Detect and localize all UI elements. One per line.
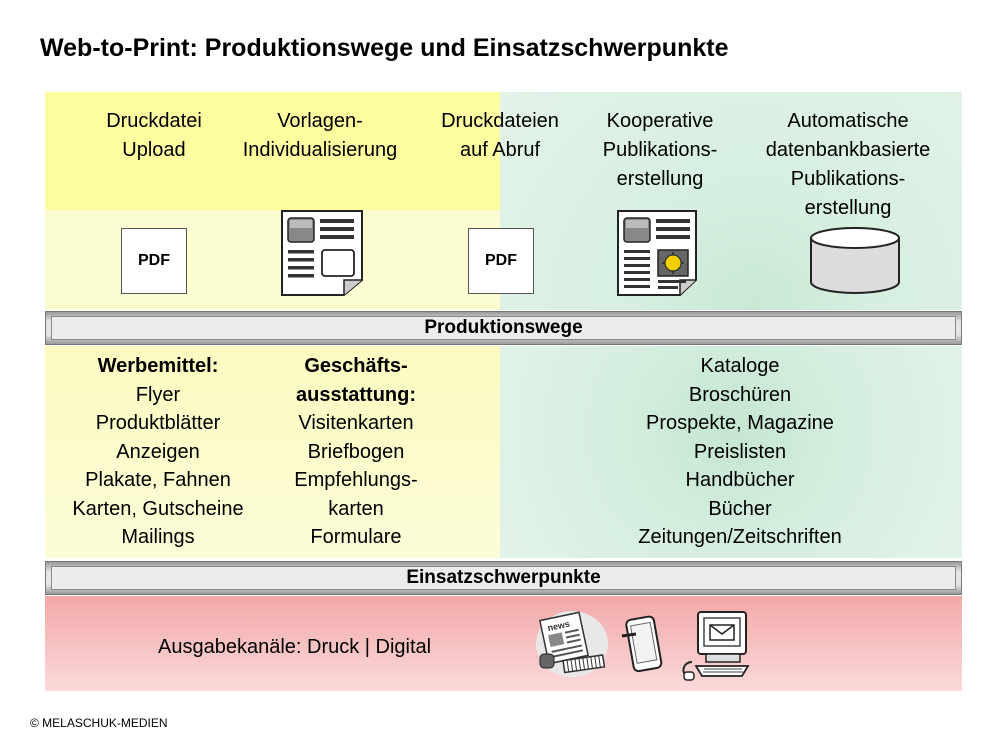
list-item: Mailings [121,526,195,548]
list-item: Preislisten [693,440,787,463]
column-label-kooperative: Kooperative Publikations- erstellung [580,107,740,194]
computer-email-icon [682,611,750,681]
green-zone-bottom [500,346,962,558]
pdf-file-icon: PDF [468,228,534,294]
einsatzschwerpunkte-label: Einsatzschwerpunkte [51,566,956,590]
column-label-line: erstellung [804,197,892,219]
werbemittel-header: Werbemittel: [97,355,219,377]
yellow-zone-top [45,92,500,210]
column-label-line: auf Abruf [459,139,541,161]
pdf-label: PDF [138,252,170,269]
yellow-zone-middle [45,210,500,310]
einsatzschwerpunkte-bar: Einsatzschwerpunkte [45,561,962,595]
publikationen-list: Kataloge Broschüren Prospekte, Magazine … [600,352,880,552]
geschaeftsausstattung-list: Geschäfts- ausstattung: Visitenkarten Br… [270,352,442,552]
list-item: Formulare [310,526,402,548]
column-label-line: Druckdateien [441,110,559,132]
document-template-icon [281,210,363,296]
column-label-line: Automatische [787,110,909,132]
red-zone-output [45,596,962,691]
list-item: Anzeigen [116,440,200,463]
list-item: Prospekte, Magazine [646,412,834,434]
produktionswege-bar: Produktionswege [45,311,962,345]
list-item: Handbücher [685,469,795,491]
list-item: Empfehlungs- [294,469,418,491]
column-label-druckdatei-upload: Druckdatei Upload [78,107,230,165]
werbemittel-list: Werbemittel: Flyer Produktblätter Anzeig… [48,352,268,552]
newspaper-label: news [547,619,571,633]
column-label-line: Kooperative [606,110,714,132]
column-label-line: Publikations- [790,168,906,190]
column-label-vorlagen: Vorlagen- Individualisierung [222,107,418,165]
yellow-zone-bottom [45,346,500,558]
pdf-label: PDF [485,252,517,269]
list-item: Briefbogen [307,440,405,463]
copyright-text: © MELASCHUK-MEDIEN [30,716,168,730]
column-label-line: Vorlagen- [277,110,363,132]
list-item: Karten, Gutscheine [72,497,244,520]
column-label-automatische: Automatische datenbankbasierte Publikati… [742,107,954,223]
pdf-file-icon: PDF [121,228,187,294]
list-item: Produktblätter [95,412,221,434]
geschaeftsausstattung-header: Geschäfts- [304,355,408,377]
column-label-line: datenbankbasierte [765,139,931,161]
list-item: Flyer [135,383,181,406]
column-label-line: Druckdatei [106,110,202,132]
database-icon [810,227,900,294]
list-item: karten [328,497,384,520]
list-item: Broschüren [688,383,792,406]
list-item: Kataloge [700,355,780,377]
page-title: Web-to-Print: Produktionswege und Einsat… [40,34,729,62]
column-label-line: Individualisierung [242,139,398,161]
list-item: Visitenkarten [298,412,414,434]
column-label-line: Upload [122,139,186,161]
document-layout-icon [617,210,697,296]
geschaeftsausstattung-header: ausstattung: [296,383,416,406]
newspaper-icon: news [536,611,608,677]
list-item: Zeitungen/Zeitschriften [638,526,842,548]
column-label-line: erstellung [616,168,704,190]
output-channels-text: Ausgabekanäle: Druck | Digital [158,636,432,658]
tablet-icon [621,615,663,673]
list-item: Plakate, Fahnen [85,469,231,491]
produktionswege-label: Produktionswege [51,316,956,340]
column-label-druckdateien-abruf: Druckdateien auf Abruf [422,107,578,165]
column-label-line: Publikations- [602,139,718,161]
list-item: Bücher [708,497,772,520]
